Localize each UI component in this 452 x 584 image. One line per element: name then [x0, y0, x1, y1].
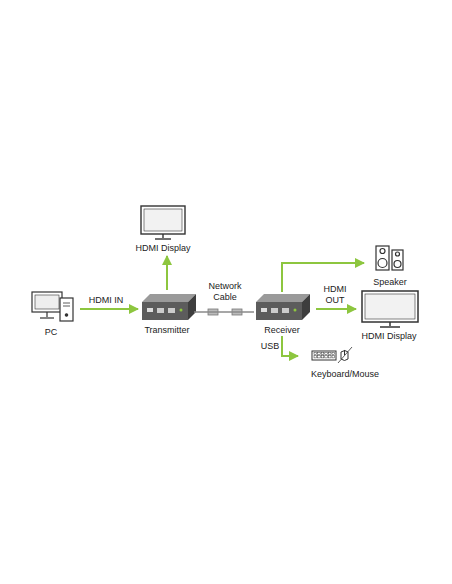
key-stroke	[318, 353, 321, 355]
edge-label: HDMI OUT	[320, 284, 350, 306]
device-label: Transmitter	[134, 325, 200, 336]
key-stroke	[318, 356, 321, 358]
network-cable	[194, 311, 254, 313]
edge-label: HDMI IN	[84, 295, 128, 306]
device-label: PC	[24, 327, 78, 338]
display-node: HDMI Display	[352, 286, 426, 342]
signal-arrow	[282, 336, 298, 356]
key-stroke	[328, 353, 331, 355]
signal-arrow	[316, 308, 356, 310]
device-label: Speaker	[364, 277, 416, 288]
speaker-node: Speaker	[364, 242, 416, 288]
edge-label: Network Cable	[200, 281, 250, 303]
key-stroke	[332, 356, 335, 358]
keyboard-mouse-icon	[312, 347, 352, 363]
key-stroke	[328, 356, 331, 358]
keyboard-mouse-node: Keyboard/Mouse	[298, 346, 392, 380]
device-label: HDMI Display	[130, 243, 196, 254]
receiver-node: Receiver	[248, 288, 316, 336]
signal-arrow	[166, 256, 168, 290]
display-icon	[362, 291, 418, 327]
key-stroke	[314, 356, 317, 358]
key-stroke	[321, 356, 324, 358]
transmitter-node: Transmitter	[134, 288, 200, 336]
receiver-device	[256, 294, 310, 320]
edge-label: USB	[258, 341, 282, 352]
signal-arrow	[80, 308, 138, 310]
pc-icon	[32, 292, 73, 321]
display-node: HDMI Display	[130, 202, 196, 254]
device-label: HDMI Display	[352, 331, 426, 342]
device-label: Keyboard/Mouse	[298, 369, 392, 380]
signal-arrow	[282, 263, 364, 292]
transmitter-device	[142, 294, 196, 320]
display-icon	[141, 206, 185, 239]
key-stroke	[325, 353, 328, 355]
key-stroke	[325, 356, 328, 358]
key-stroke	[332, 353, 335, 355]
pc-node: PC	[24, 286, 78, 338]
speaker-icon	[376, 246, 403, 270]
key-stroke	[314, 353, 317, 355]
device-label: Receiver	[248, 325, 316, 336]
key-stroke	[321, 353, 324, 355]
